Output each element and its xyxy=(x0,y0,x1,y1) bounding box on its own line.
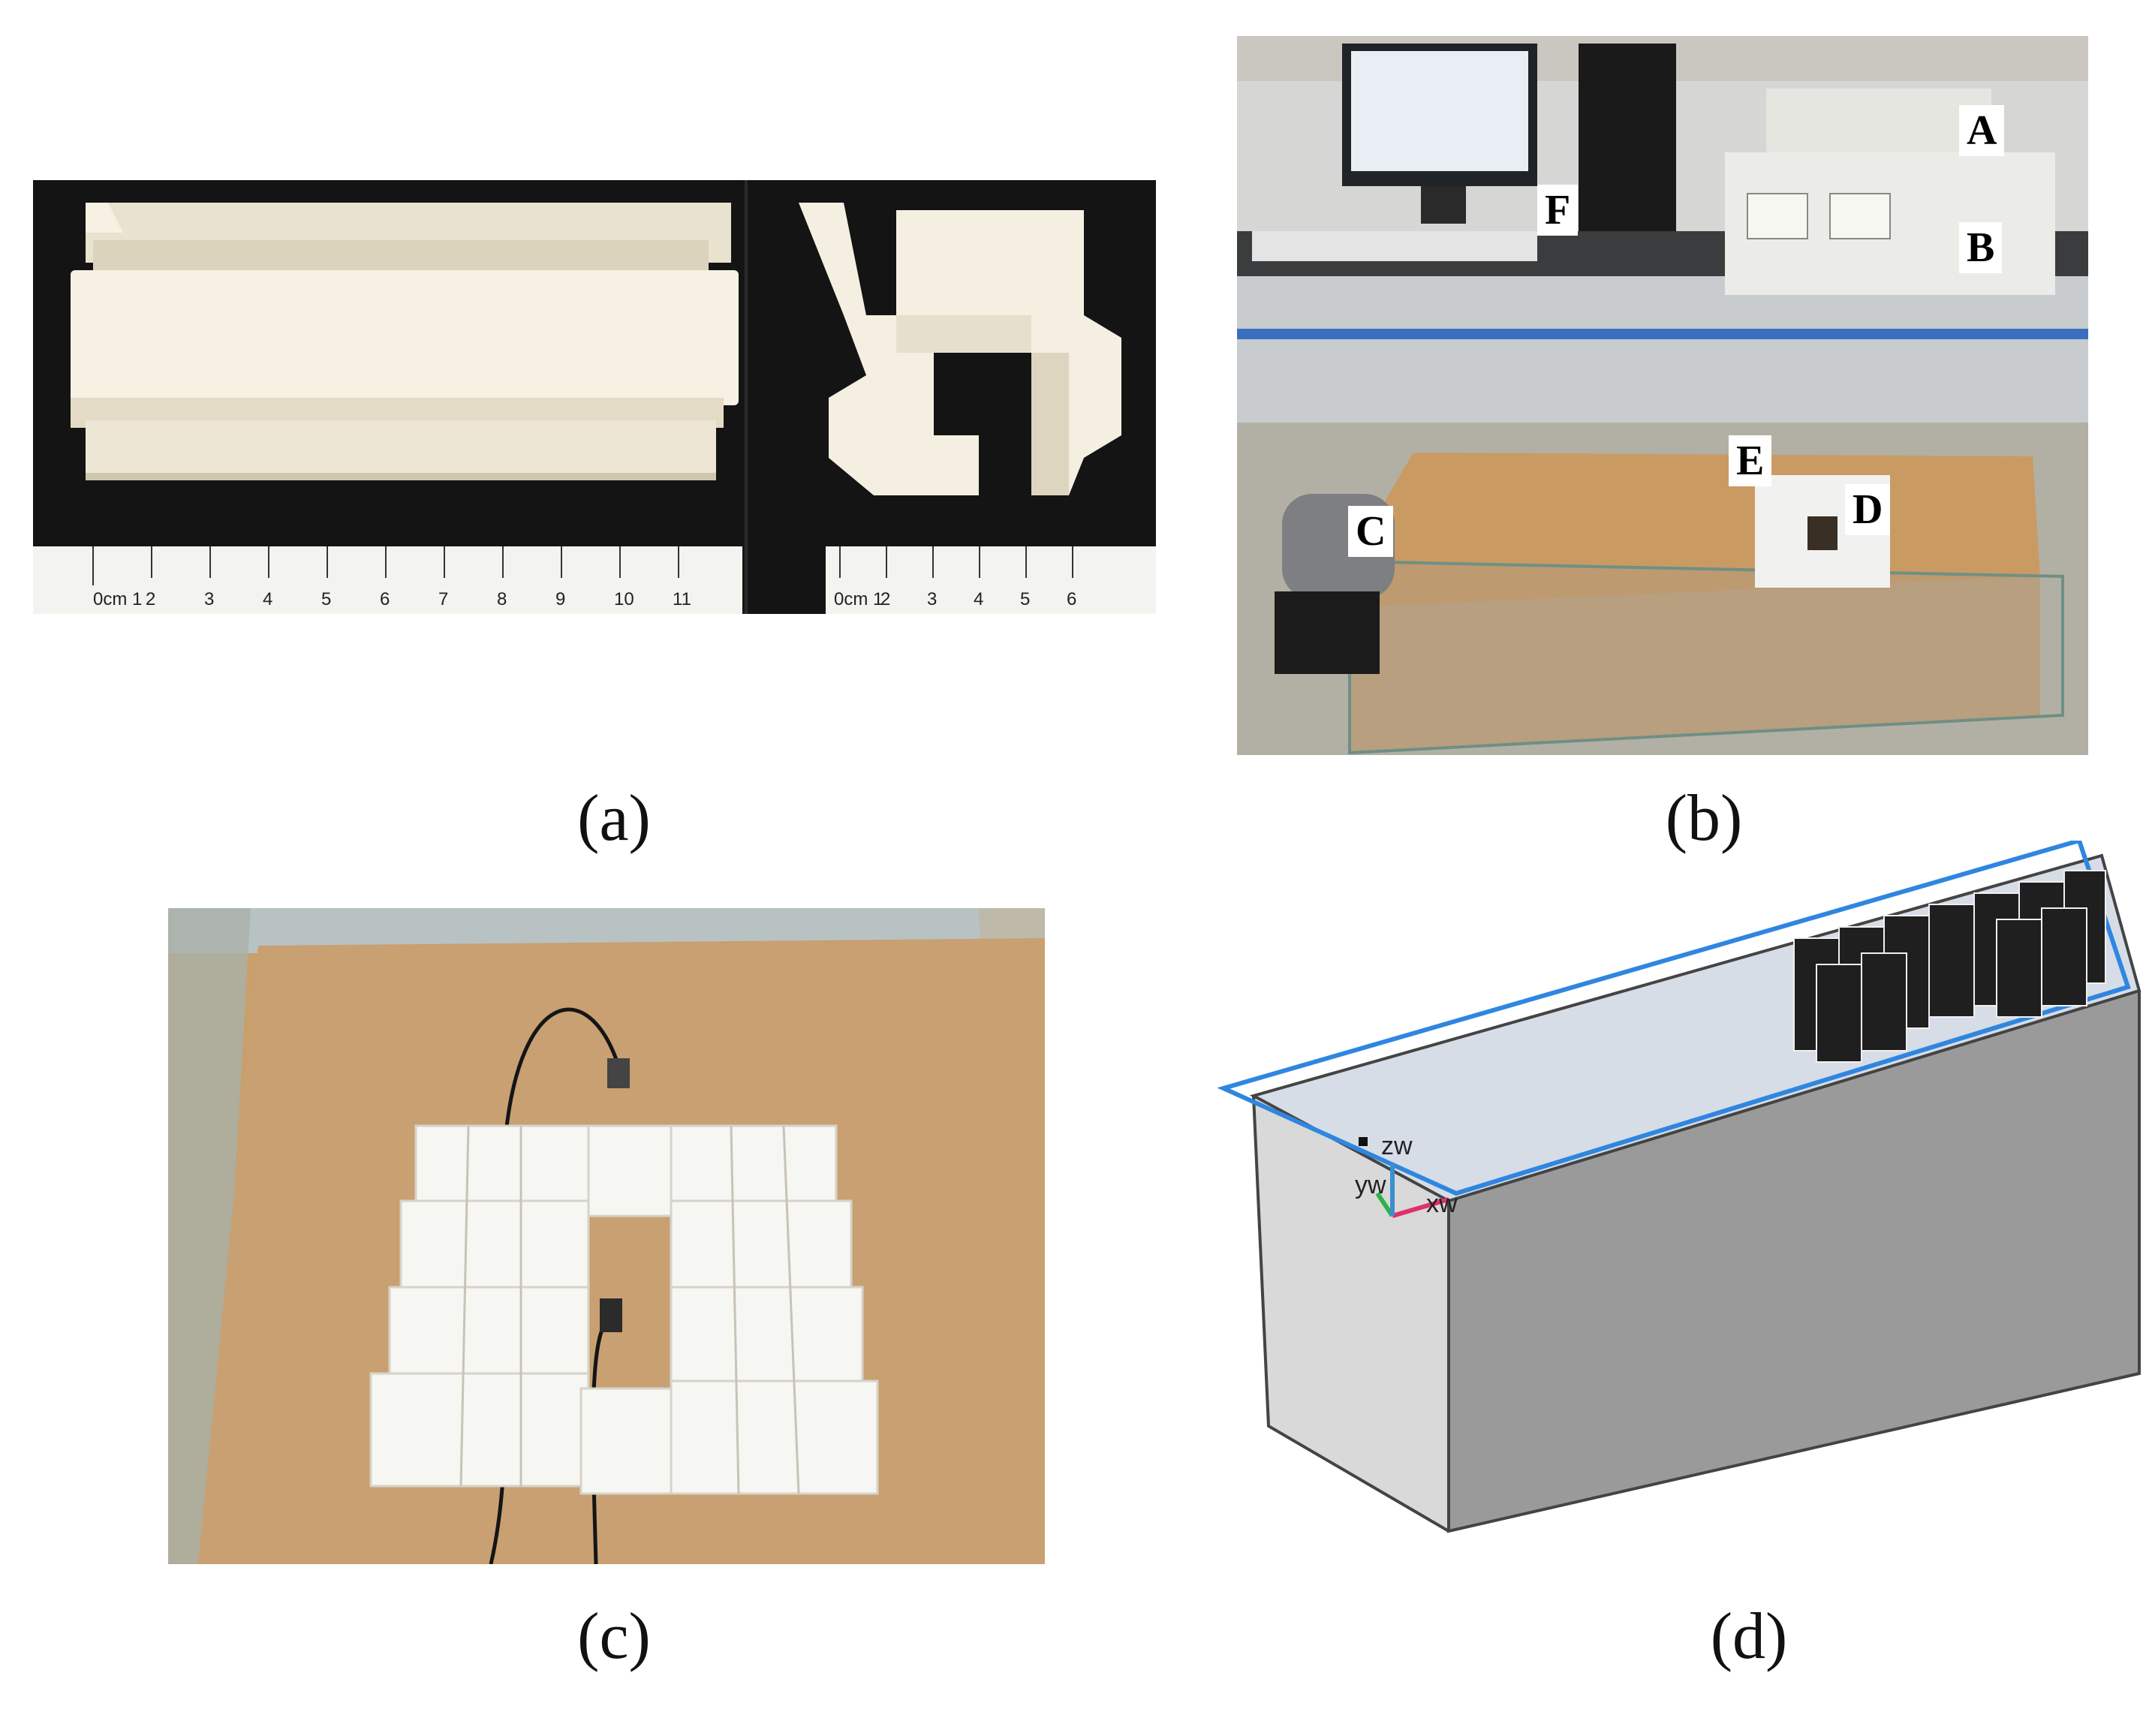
caption-a: (a) xyxy=(577,782,651,855)
caption-c: (c) xyxy=(577,1600,651,1673)
ruler-right-label: 3 xyxy=(927,589,937,609)
barrier-middle-group xyxy=(579,1124,673,1495)
ruler-left-label: 3 xyxy=(204,589,214,609)
ruler-right xyxy=(826,546,1156,614)
panel-d-model: zw yw xw xyxy=(1201,841,2146,1591)
pc-tower xyxy=(1579,44,1676,261)
barrier-array-model xyxy=(1793,870,2106,1063)
barrier-right-group xyxy=(670,1124,879,1495)
panel-b-drawing xyxy=(1237,36,2088,755)
source-marker xyxy=(1359,1137,1368,1146)
ruler-left-label: 0cm 1 xyxy=(93,589,142,609)
ruler-left-label: 4 xyxy=(263,589,272,609)
label-f: F xyxy=(1537,185,1579,236)
ruler-left-label: 2 xyxy=(146,589,155,609)
ruler-right-label: 4 xyxy=(974,589,983,609)
axis-x-arrow xyxy=(1392,1197,1449,1218)
cross-section-specimen xyxy=(799,203,1121,495)
ruler-right-label: 5 xyxy=(1020,589,1030,609)
ruler-left-label: 6 xyxy=(380,589,390,609)
sensor-lower xyxy=(600,1298,622,1332)
axis-x-label: xw xyxy=(1426,1190,1458,1218)
ruler-left-label: 9 xyxy=(555,589,565,609)
panel-b-photo: A B F E D C xyxy=(1237,36,2088,755)
long-specimen xyxy=(71,203,739,480)
sensor-upper xyxy=(607,1058,630,1088)
ruler-right-label: 6 xyxy=(1067,589,1076,609)
ruler-left-label: 11 xyxy=(673,589,691,609)
axis-y-label: yw xyxy=(1355,1171,1386,1199)
ruler-right-label: 0cm 1 xyxy=(834,589,883,609)
surface-plane-outline xyxy=(1217,841,2131,1196)
box-left-face xyxy=(1254,1096,1449,1531)
label-e: E xyxy=(1729,435,1772,486)
box-front-face xyxy=(1449,991,2139,1531)
axis-y-arrow xyxy=(1375,1192,1395,1217)
barrier-left-group xyxy=(369,1124,590,1488)
panel-d-drawing: zw yw xw xyxy=(1217,841,2141,1533)
axis-z-label: zw xyxy=(1381,1132,1413,1160)
caption-b: (b) xyxy=(1665,782,1743,855)
panel-c-drawing xyxy=(168,908,1045,1564)
label-d: D xyxy=(1845,484,1891,535)
label-b: B xyxy=(1959,222,2003,273)
photo-divider xyxy=(745,180,748,614)
ruler-left-label: 8 xyxy=(497,589,507,609)
ruler-left-label: 10 xyxy=(614,589,634,609)
ruler-left-label: 5 xyxy=(321,589,331,609)
label-a: A xyxy=(1959,105,2005,156)
label-c: C xyxy=(1348,506,1394,557)
ruler-left-label: 7 xyxy=(438,589,448,609)
caption-d: (d) xyxy=(1710,1600,1788,1673)
panel-c-photo xyxy=(168,908,1045,1564)
ruler-right-label: 2 xyxy=(880,589,890,609)
